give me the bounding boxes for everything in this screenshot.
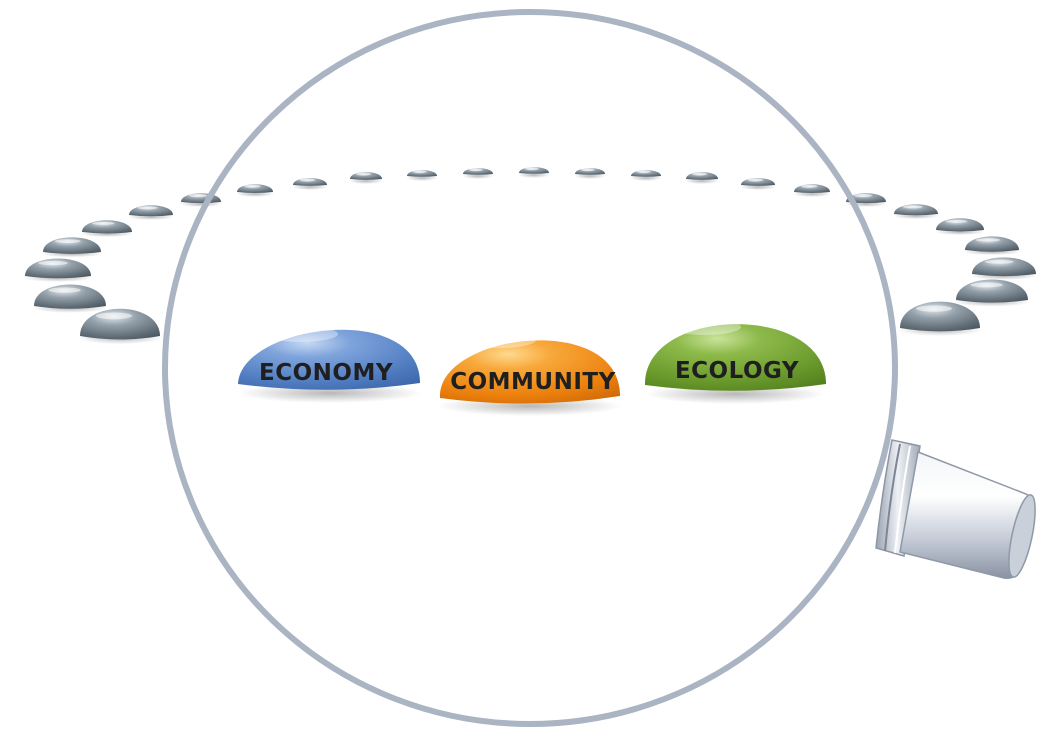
- handle-end-cap: [1008, 494, 1036, 578]
- magnifying-glass-icon: [875, 439, 1036, 580]
- ecology-dome-group: ECOLOGY: [644, 319, 826, 404]
- handle-collar-groove: [884, 443, 901, 552]
- small-dome-highlight: [54, 239, 81, 243]
- small-dome-highlight: [137, 206, 158, 210]
- community-dome-group: COMMUNITY: [438, 332, 622, 416]
- small-dome-highlight: [581, 168, 595, 172]
- small-dome-highlight: [945, 219, 968, 223]
- small-dome-highlight: [96, 312, 132, 320]
- small-dome-highlight: [637, 170, 651, 174]
- small-dome-highlight: [413, 170, 427, 174]
- small-dome-highlight: [189, 194, 207, 198]
- ecology-dome-highlight: [669, 319, 741, 335]
- community-dome: [439, 340, 620, 404]
- small-dome-highlight: [916, 305, 952, 312]
- small-dome-highlight: [356, 172, 371, 176]
- community-label: COMMUNITY: [450, 369, 616, 395]
- small-dome-highlight: [902, 205, 923, 209]
- small-dome-highlight: [299, 178, 316, 182]
- small-dome-highlight: [747, 178, 764, 182]
- small-dome-highlight: [469, 168, 483, 172]
- small-dome-highlight: [801, 184, 818, 188]
- small-dome-highlight: [48, 287, 81, 293]
- ecology-label: ECOLOGY: [675, 358, 799, 384]
- economy-dome-group: ECONOMY: [238, 326, 422, 403]
- small-dome-highlight: [854, 194, 872, 198]
- small-dome-highlight: [975, 238, 1001, 242]
- economy-dome-highlight: [262, 326, 338, 342]
- economy-label: ECONOMY: [259, 360, 393, 386]
- small-dome-highlight: [984, 259, 1014, 264]
- small-dome-highlight: [38, 260, 68, 266]
- small-dome-ring: [23, 167, 1038, 345]
- magnifier-lens-rim: [162, 9, 898, 727]
- small-dome-highlight: [244, 184, 261, 188]
- small-dome-highlight: [970, 282, 1003, 288]
- small-dome-highlight: [692, 172, 707, 176]
- handle-collar-groove: [894, 445, 911, 554]
- small-dome-highlight: [92, 221, 115, 225]
- ecology-dome: [644, 324, 826, 391]
- community-dome-highlight: [464, 332, 536, 348]
- small-dome-highlight: [525, 167, 539, 171]
- economy-dome: [238, 329, 420, 390]
